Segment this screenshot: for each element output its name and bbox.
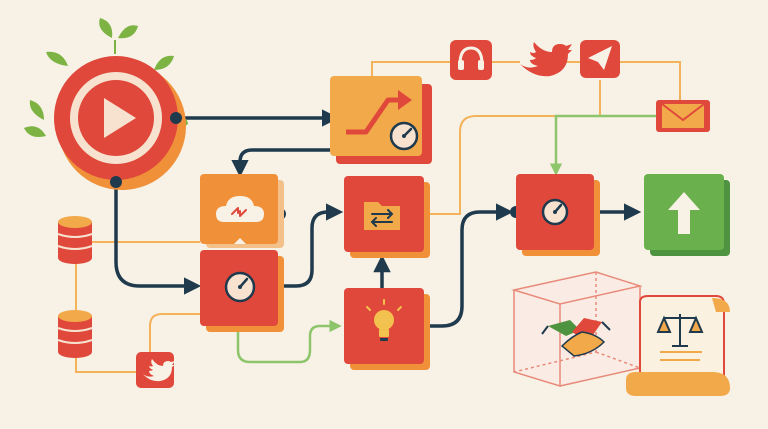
growth-chart-node[interactable] <box>330 76 432 164</box>
folder-swap-icon <box>364 202 400 230</box>
cloud-sync-icon <box>216 196 264 244</box>
idea-node[interactable] <box>344 288 430 370</box>
headset-icon <box>458 46 484 70</box>
folder-transfer-node[interactable] <box>344 176 430 258</box>
gauge-icon <box>541 198 569 226</box>
lightbulb-icon <box>366 299 402 341</box>
green-connectors <box>236 114 662 364</box>
gauge-node-right[interactable] <box>516 174 600 256</box>
paper-plane-icon <box>588 46 612 70</box>
play-button[interactable] <box>24 18 188 190</box>
legal-scroll[interactable] <box>626 295 730 396</box>
connector-mail-to-gauge-right <box>549 114 662 176</box>
connector-chart-to-cloud <box>231 148 338 178</box>
database-icon[interactable] <box>57 310 93 358</box>
navy-connectors <box>114 109 642 328</box>
mail-icon-box[interactable] <box>656 100 710 132</box>
mail-icon <box>662 104 704 128</box>
paper-plane-icon-box[interactable] <box>580 40 620 78</box>
connector-plane-to-mail <box>618 61 681 104</box>
orange-connectors <box>75 61 681 373</box>
headset-icon-box[interactable] <box>450 40 492 80</box>
gauge-icon <box>224 271 256 303</box>
gauge-icon <box>389 121 419 151</box>
trend-arrow-icon <box>346 90 412 135</box>
contract-cube[interactable] <box>511 271 643 388</box>
connector-play-to-gauge <box>114 180 202 295</box>
twitter-bird-icon[interactable] <box>520 42 572 77</box>
gauge-node-left[interactable] <box>200 250 284 332</box>
cloud-sync-node[interactable] <box>200 174 284 248</box>
connector-gauge-to-folder <box>276 203 344 288</box>
connector-idea-to-gauge-right <box>420 203 514 328</box>
upload-node[interactable] <box>644 174 730 256</box>
connector-twitter-to-gauge <box>149 313 204 352</box>
twitter-bird-icon <box>143 359 175 382</box>
handshake-icon <box>541 318 611 357</box>
up-arrow-icon <box>668 192 700 234</box>
play-icon <box>104 98 136 138</box>
connector-gauge-to-idea <box>236 319 342 364</box>
connector-folder-to-plane <box>430 80 601 215</box>
twitter-icon-box[interactable] <box>136 352 175 388</box>
database-icon[interactable] <box>57 216 93 264</box>
scales-icon <box>656 314 704 347</box>
